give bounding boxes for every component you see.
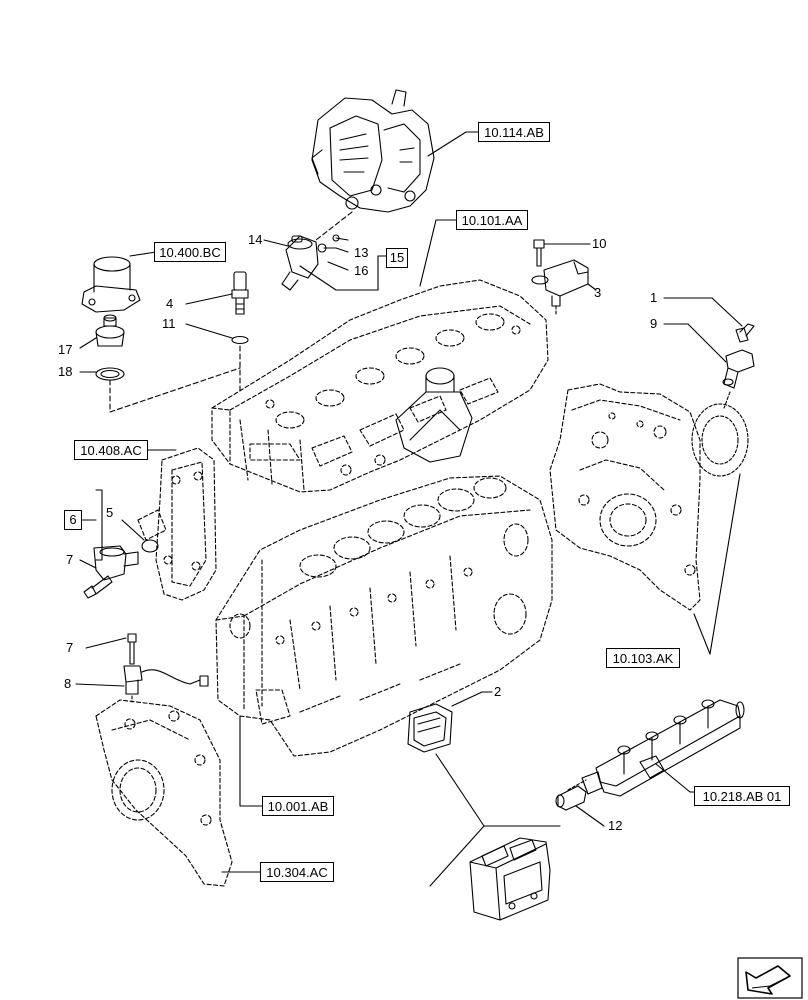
thermostat-seal-ring xyxy=(95,367,125,381)
sensor-fixing-bolt xyxy=(83,575,113,599)
sealing-washer xyxy=(231,335,249,345)
front-cover-gasket xyxy=(137,447,217,601)
camshaft-sensor-with-cable xyxy=(123,665,209,695)
arrow-navigation-icon[interactable] xyxy=(737,957,803,999)
sensor-bolt xyxy=(533,239,545,267)
thermostat xyxy=(95,314,125,347)
pressure-regulator-valve xyxy=(281,234,340,291)
cylinder-head xyxy=(211,279,549,493)
ref-10-001-ab[interactable]: 10.001.AB xyxy=(262,796,334,816)
callout-14: 14 xyxy=(248,232,263,247)
callout-9: 9 xyxy=(650,316,658,331)
temperature-sensor xyxy=(231,271,249,315)
callout-8: 8 xyxy=(64,676,72,691)
ref-10-101-aa[interactable]: 10.101.AA xyxy=(456,210,528,230)
engine-block xyxy=(215,475,553,757)
boost-pressure-sensor xyxy=(531,259,589,307)
callout-7-lower: 7 xyxy=(66,640,74,655)
bolt-7-lower xyxy=(127,633,137,665)
callout-11: 11 xyxy=(162,316,176,331)
ref-10-304-ac[interactable]: 10.304.AC xyxy=(260,862,334,882)
callout-13: 13 xyxy=(354,245,369,260)
ref-10-408-ac[interactable]: 10.408.AC xyxy=(74,440,148,460)
callout-3: 3 xyxy=(594,285,602,300)
tone-wheel xyxy=(691,403,749,477)
front-cover xyxy=(95,699,233,887)
callout-4: 4 xyxy=(166,296,174,311)
o-ring xyxy=(141,539,159,553)
ecu-connector xyxy=(407,703,453,753)
ref-10-400-bc[interactable]: 10.400.BC xyxy=(154,242,226,262)
rail-pressure-sensor xyxy=(555,785,587,811)
ref-10-114-ab[interactable]: 10.114.AB xyxy=(478,122,550,142)
callout-7-upper: 7 xyxy=(66,552,74,567)
engine-control-unit xyxy=(469,837,551,921)
callout-5: 5 xyxy=(106,505,114,520)
callout-10: 10 xyxy=(592,236,607,251)
callout-18: 18 xyxy=(58,364,73,379)
callout-kit-15: 15 xyxy=(386,248,408,268)
callout-2: 2 xyxy=(494,684,502,699)
speed-sensor-bolt xyxy=(735,323,755,343)
callout-16: 16 xyxy=(354,263,369,278)
ref-10-103-ak[interactable]: 10.103.AK xyxy=(606,648,680,668)
callout-kit-6: 6 xyxy=(64,510,82,530)
water-pump xyxy=(395,367,473,463)
callout-12: 12 xyxy=(608,818,623,833)
callout-17: 17 xyxy=(58,342,73,357)
thermostat-housing xyxy=(81,256,141,313)
ref-10-218-ab-01[interactable]: 10.218.AB 01 xyxy=(694,786,790,806)
crankshaft-speed-sensor xyxy=(722,349,755,389)
pressure-sensor xyxy=(93,545,139,581)
gear-housing xyxy=(549,383,701,611)
callout-1: 1 xyxy=(650,290,658,305)
common-rail xyxy=(581,699,745,797)
high-pressure-pump xyxy=(311,89,435,213)
